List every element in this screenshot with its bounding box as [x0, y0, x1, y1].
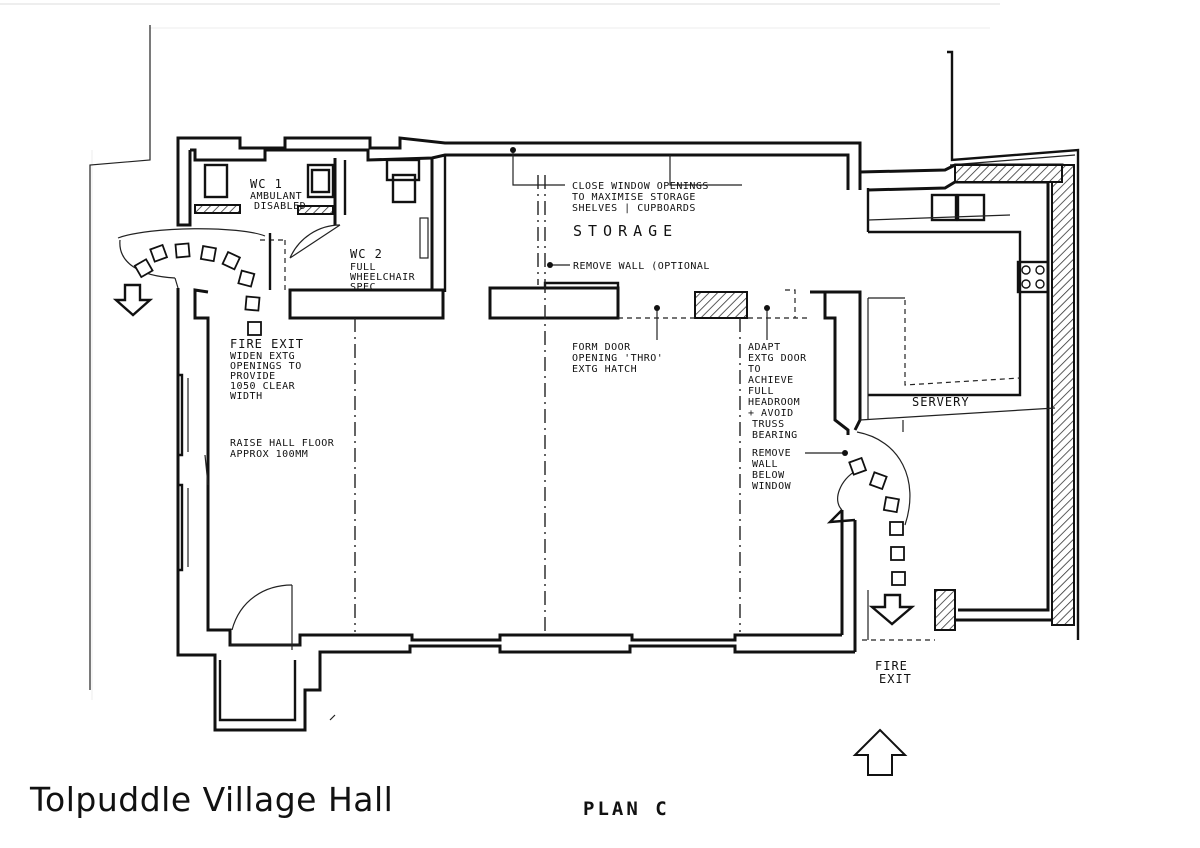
remove-wall-optional-note: REMOVE WALL (OPTIONAL	[573, 261, 710, 272]
wc1-sub-label-2: DISABLED	[254, 201, 306, 212]
fire-exit-west-label: FIRE EXIT	[230, 337, 304, 351]
raise-floor-note-2: APPROX 100MM	[230, 449, 308, 460]
wc2-sub-label-2: WHEELCHAIR	[350, 272, 416, 283]
fire-exit-west-note-4: 1050 CLEAR	[230, 381, 296, 392]
fire-exit-east-label: FIRE	[875, 659, 908, 673]
wc1-sub-label: AMBULANT	[250, 191, 302, 202]
adapt-door-note-6: HEADROOM	[748, 397, 800, 408]
site-boundary	[89, 25, 1080, 721]
fire-exit-route-east	[848, 456, 916, 626]
remove-wall-note-3: BELOW	[752, 470, 785, 481]
adapt-door-note-5: FULL	[748, 386, 774, 397]
adapt-door-note-2: EXTG DOOR	[748, 353, 807, 364]
fire-exit-west-note-3: PROVIDE	[230, 371, 276, 382]
annotation-leaders	[510, 147, 848, 456]
fire-exit-west-note-1: WIDEN EXTG	[230, 351, 295, 362]
wc2-sub-label: FULL	[350, 262, 376, 273]
wc2-label: WC 2	[350, 247, 383, 261]
fire-exit-west-note-2: OPENINGS TO	[230, 361, 302, 372]
truss-lines	[354, 175, 810, 632]
form-door-note-2: OPENING 'THRO'	[572, 353, 663, 364]
adapt-door-note-9: BEARING	[752, 430, 798, 441]
form-door-note-3: EXTG HATCH	[572, 364, 637, 375]
adapt-door-note-4: ACHIEVE	[748, 375, 794, 386]
fire-exit-east-label-2: EXIT	[879, 672, 912, 686]
adapt-door-note-1: ADAPT	[748, 342, 781, 353]
project-title: Tolpuddle Village Hall	[30, 780, 394, 819]
wc1-label: WC 1	[250, 177, 283, 191]
close-window-note-3: SHELVES | CUPBOARDS	[572, 203, 696, 214]
close-window-note-2: TO MAXIMISE STORAGE	[572, 192, 696, 203]
form-door-note-1: FORM DOOR	[572, 342, 631, 353]
adapt-door-note-7: + AVOID	[748, 408, 794, 419]
close-window-note-1: CLOSE WINDOW OPENINGS	[572, 181, 709, 192]
wc2-sub-label-3: SPEC	[350, 282, 376, 293]
wc-block	[178, 155, 748, 320]
plan-annotations: WC 1 AMBULANT DISABLED WC 2 FULL WHEELCH…	[230, 177, 970, 686]
fire-exit-west-note-5: WIDTH	[230, 391, 263, 402]
adapt-door-note-3: TO	[748, 364, 761, 375]
raise-floor-note-1: RAISE HALL FLOOR	[230, 438, 335, 449]
exit-arrow-icon	[112, 283, 154, 317]
adapt-door-note-8: TRUSS	[752, 419, 785, 430]
hall-walls	[176, 136, 862, 732]
remove-wall-note-2: WALL	[752, 459, 778, 470]
storage-label: STORAGE	[573, 222, 678, 240]
servery-kitchen	[837, 163, 1075, 641]
fire-exit-route-west	[117, 228, 266, 336]
north-arrow-icon	[852, 728, 908, 776]
entrance-door	[231, 584, 293, 650]
plan-label: PLAN C	[583, 798, 670, 820]
remove-wall-note-4: WINDOW	[752, 481, 792, 492]
remove-wall-note-1: REMOVE	[752, 448, 791, 459]
servery-label: SERVERY	[912, 395, 970, 409]
